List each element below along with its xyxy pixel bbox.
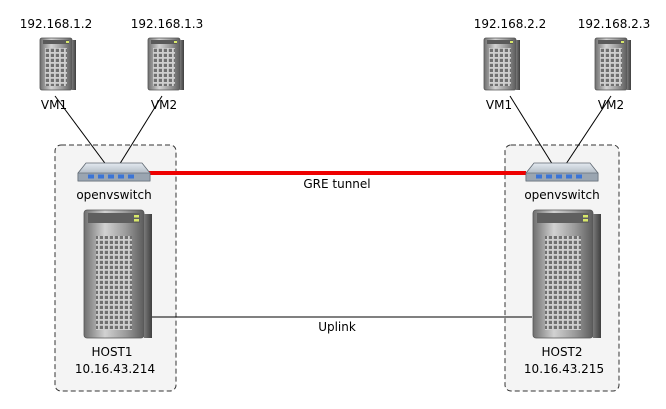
host2-switch-icon <box>525 162 599 182</box>
gre-tunnel-label: GRE tunnel <box>303 177 370 191</box>
host1-switch-icon <box>77 162 151 182</box>
host2-vm2-name: VM2 <box>598 98 624 112</box>
host1-vm1-name: VM1 <box>41 98 67 112</box>
host2-name: HOST2 <box>541 345 582 359</box>
host1-vm1-server-icon <box>39 37 77 91</box>
uplink-label: Uplink <box>318 320 356 334</box>
link-host2-vm1 <box>509 95 557 171</box>
host1-server-icon <box>83 209 153 339</box>
host1-vm2-ip: 192.168.1.3 <box>131 17 204 31</box>
link-host1-vm2 <box>115 95 163 171</box>
link-host2-vm2 <box>561 95 612 171</box>
host2-vm1-ip: 192.168.2.2 <box>474 17 547 31</box>
host1-vm2-server-icon <box>147 37 185 91</box>
host1-ip: 10.16.43.214 <box>75 362 155 376</box>
host1-vm2-name: VM2 <box>151 98 177 112</box>
host2-vm2-server-icon <box>594 37 632 91</box>
host1-name: HOST1 <box>91 345 132 359</box>
host2-ip: 10.16.43.215 <box>524 362 604 376</box>
link-host1-vm1 <box>54 95 111 171</box>
host2-vm1-name: VM1 <box>486 98 512 112</box>
host2-server-icon <box>532 209 602 339</box>
host2-switch-label: openvswitch <box>524 188 599 202</box>
host2-vm1-server-icon <box>483 37 521 91</box>
host2-vm2-ip: 192.168.2.3 <box>578 17 651 31</box>
host1-switch-label: openvswitch <box>76 188 151 202</box>
host1-vm1-ip: 192.168.1.2 <box>20 17 93 31</box>
